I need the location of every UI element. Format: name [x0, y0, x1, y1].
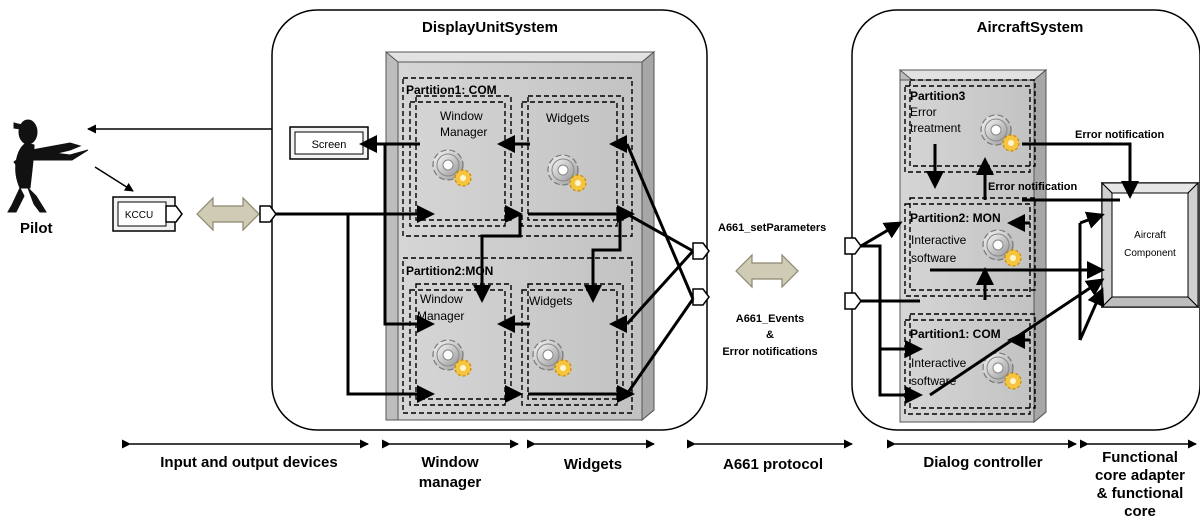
legend-functional-core-2: core adapter — [1095, 467, 1185, 484]
screen-label: Screen — [312, 139, 347, 151]
aircraft-component-box — [1100, 181, 1200, 309]
a661-setparameters-label: A661_setParameters — [718, 222, 826, 234]
legend-functional-core-4: core — [1124, 503, 1156, 520]
partition3-label-2: treatment — [910, 121, 961, 135]
aircraft-partition2-title: Partition2: MON — [910, 211, 1001, 225]
screen-device — [289, 126, 369, 160]
legend-window-manager-1: Window — [421, 454, 479, 471]
legend-window-manager-2: manager — [419, 474, 482, 491]
kccu-device — [112, 196, 176, 232]
aircraft-partition2-label-2: software — [911, 251, 957, 265]
aircraft-partition1-title: Partition1: COM — [910, 327, 1001, 341]
error-notification-mid-label: Error notification — [988, 181, 1078, 193]
widgets-com-box — [521, 95, 624, 227]
display-unit-system-title: DisplayUnitSystem — [422, 19, 558, 36]
aircraft-component-label-2: Component — [1124, 248, 1176, 259]
error-notification-top-label: Error notification — [1075, 129, 1165, 141]
pilot-label: Pilot — [20, 220, 53, 237]
aircraft-component-label-1: Aircraft — [1134, 230, 1166, 241]
window-manager-mon-label-1: Window — [420, 292, 463, 306]
aircraft-partition1-label-1: Interactive — [911, 356, 967, 370]
legend-dialog-controller: Dialog controller — [923, 454, 1042, 471]
window-manager-mon-box — [409, 283, 512, 406]
a661-events-label-2: & — [766, 329, 774, 341]
kccu-bus-double-arrow — [196, 197, 260, 231]
a661-bus-double-arrow — [735, 254, 799, 288]
partition3-title: Partition3 — [910, 89, 966, 103]
aircraft-partition3-box — [904, 85, 1031, 173]
legend-io-devices: Input and output devices — [160, 454, 338, 471]
partition3-label-1: Error — [910, 105, 937, 119]
pilot-figure — [7, 119, 89, 213]
window-manager-com-box — [409, 95, 512, 227]
aircraft-system-title: AircraftSystem — [977, 19, 1084, 36]
kccu-label: KCCU — [125, 210, 153, 221]
a661-events-label-1: A661_Events — [736, 313, 805, 325]
legend-functional-core-1: Functional — [1102, 449, 1178, 466]
widgets-mon-box — [521, 283, 624, 406]
widgets-mon-label: Widgets — [529, 294, 572, 308]
display-partition2-mon — [402, 257, 633, 414]
aircraft-partition1-box — [904, 319, 1031, 415]
window-manager-com-label-2: Manager — [440, 125, 487, 139]
aircraft-partition2-label-1: Interactive — [911, 233, 967, 247]
window-manager-com-label-1: Window — [440, 109, 483, 123]
display-partition1-title: Partition1: COM — [406, 83, 497, 97]
legend-functional-core-3: & functional — [1097, 485, 1184, 502]
widgets-com-label: Widgets — [546, 111, 589, 125]
legend-widgets: Widgets — [564, 456, 622, 473]
legend-a661-protocol: A661 protocol — [723, 456, 823, 473]
display-partition2-title: Partition2:MON — [406, 264, 493, 278]
window-manager-mon-label-2: Manager — [417, 309, 464, 323]
connection-lines — [87, 124, 1139, 404]
kccu-port — [165, 205, 183, 223]
a661-events-label-3: Error notifications — [722, 346, 817, 358]
aircraft-partition2-box — [904, 203, 1031, 297]
